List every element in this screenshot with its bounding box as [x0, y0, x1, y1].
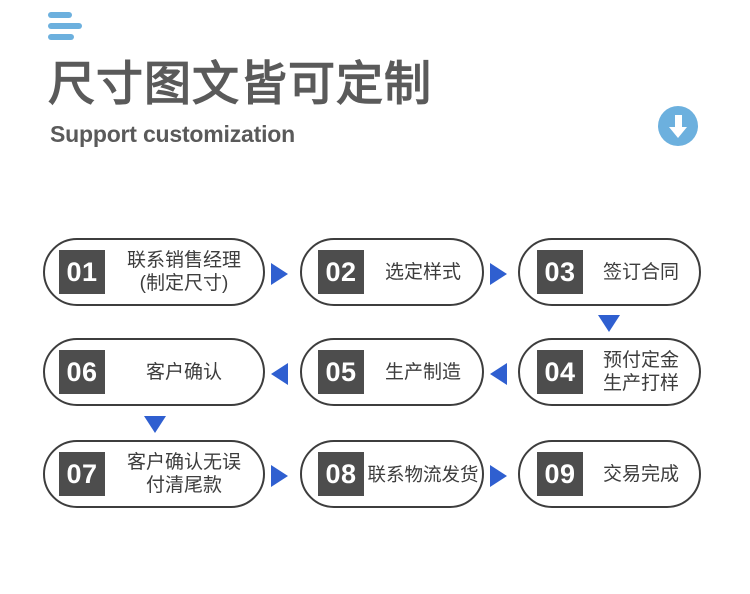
step-number-badge: 07 [59, 452, 105, 496]
step-label: 预付定金 生产打样 [602, 350, 679, 394]
flow-step-02[interactable]: 02 选定样式 [300, 238, 484, 306]
page-subtitle: Support customization [50, 121, 295, 147]
arrow-left-icon-05-to-06 [271, 363, 288, 385]
arrow-down-icon-03-to-04 [598, 315, 620, 332]
arrow-right-icon-08-to-09 [490, 465, 507, 487]
flow-step-06[interactable]: 06 客户确认 [43, 338, 265, 406]
flow-step-09[interactable]: 09 交易完成 [518, 440, 701, 508]
step-number-badge: 06 [59, 350, 105, 394]
step-number-badge: 04 [537, 350, 583, 394]
flow-row-1: 01 联系销售经理 (制定尺寸) 02 选定样式 03 签订合同 [0, 238, 750, 308]
flow-row-3: 07 客户确认无误 付清尾款 08 联系物流发货 09 交易完成 [0, 440, 750, 510]
flow-row-2: 06 客户确认 05 生产制造 04 预付定金 生产打样 [0, 338, 750, 408]
step-number-badge: 05 [318, 350, 364, 394]
step-number-badge: 08 [318, 452, 364, 496]
step-number-badge: 03 [537, 250, 583, 294]
process-flow-chart: 01 联系销售经理 (制定尺寸) 02 选定样式 03 签订合同 06 客户确认… [0, 220, 750, 530]
page-title: 尺寸图文皆可定制 [48, 57, 432, 110]
arrow-down-circle-icon[interactable] [658, 106, 698, 146]
arrow-head [669, 127, 687, 138]
menu-bar-middle [48, 23, 82, 29]
flow-step-03[interactable]: 03 签订合同 [518, 238, 701, 306]
step-label: 联系物流发货 [367, 463, 479, 485]
flow-step-01[interactable]: 01 联系销售经理 (制定尺寸) [43, 238, 265, 306]
step-label: 选定样式 [384, 261, 461, 283]
arrow-down-icon-06-to-07 [144, 416, 166, 433]
step-label: 签订合同 [602, 261, 679, 283]
step-label: 生产制造 [384, 361, 461, 383]
arrow-left-icon-04-to-05 [490, 363, 507, 385]
flow-step-04[interactable]: 04 预付定金 生产打样 [518, 338, 701, 406]
step-label: 客户确认 [145, 361, 222, 383]
step-number-badge: 01 [59, 250, 105, 294]
flow-step-05[interactable]: 05 生产制造 [300, 338, 484, 406]
arrow-stem [674, 115, 682, 129]
step-number-badge: 02 [318, 250, 364, 294]
menu-bars-icon [48, 12, 84, 42]
arrow-right-icon-01-to-02 [271, 263, 288, 285]
step-number-badge: 09 [537, 452, 583, 496]
arrow-right-icon-07-to-08 [271, 465, 288, 487]
step-label: 联系销售经理 (制定尺寸) [126, 250, 241, 294]
menu-bar-top [48, 12, 72, 18]
arrow-right-icon-02-to-03 [490, 263, 507, 285]
page-header: 尺寸图文皆可定制 Support customization [0, 0, 750, 180]
step-label: 交易完成 [602, 463, 679, 485]
step-label: 客户确认无误 付清尾款 [126, 452, 241, 496]
menu-bar-bottom [48, 34, 74, 40]
flow-step-07[interactable]: 07 客户确认无误 付清尾款 [43, 440, 265, 508]
flow-step-08[interactable]: 08 联系物流发货 [300, 440, 484, 508]
